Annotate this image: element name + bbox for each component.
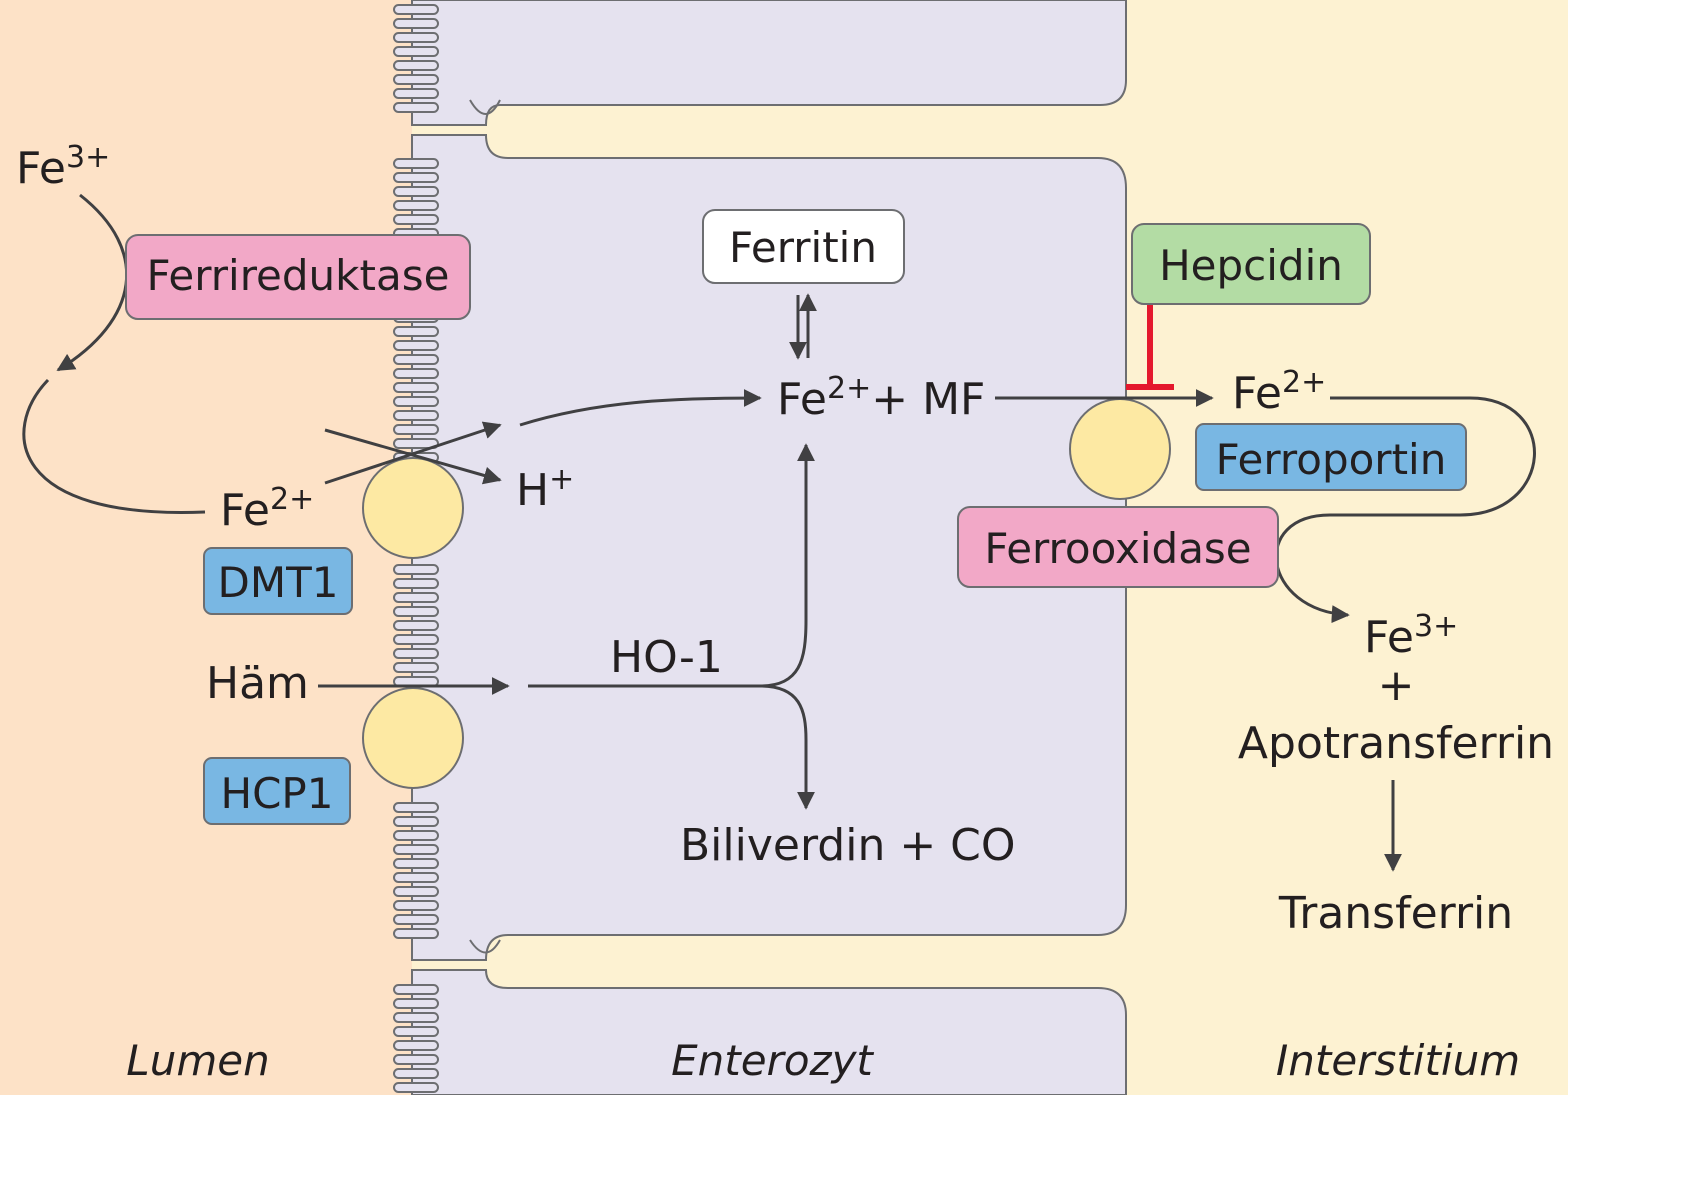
hcp1-label: HCP1 bbox=[221, 769, 334, 818]
microvillus bbox=[393, 172, 439, 183]
microvillus bbox=[393, 424, 439, 435]
microvillus bbox=[393, 32, 439, 43]
microvillus bbox=[393, 74, 439, 85]
ferritin-label: Ferritin bbox=[729, 223, 877, 272]
fe2-interstitium-label: Fe2+ bbox=[1232, 365, 1326, 419]
microvillus bbox=[393, 634, 439, 645]
microvillus bbox=[393, 340, 439, 351]
microvillus bbox=[393, 368, 439, 379]
dmt1-label: DMT1 bbox=[218, 558, 339, 607]
tight-junction-top bbox=[469, 99, 501, 115]
iron-absorption-diagram: Ferrireduktase DMT1 HCP1 Ferritin Hepcid… bbox=[0, 0, 1568, 1095]
ho1-label: HO-1 bbox=[610, 632, 723, 683]
microvillus bbox=[393, 1012, 439, 1023]
dmt1-transporter-circle bbox=[362, 457, 464, 559]
microvillus bbox=[393, 984, 439, 995]
ferrooxidase-label: Ferrooxidase bbox=[984, 524, 1251, 573]
microvillus bbox=[393, 886, 439, 897]
plus-sign: + bbox=[1378, 660, 1415, 711]
microvillus bbox=[393, 396, 439, 407]
microvillus bbox=[393, 186, 439, 197]
ho1-to-fe2-arrow bbox=[759, 443, 815, 688]
microvillus bbox=[393, 438, 439, 449]
enterocyte-bottom bbox=[411, 969, 1127, 1095]
ferrireduction-arrow-lower bbox=[22, 378, 206, 514]
region-label-enterozyt: Enterozyt bbox=[671, 1036, 874, 1085]
fe3-interstitium-label: Fe3+ bbox=[1364, 609, 1458, 663]
enterocyte-main bbox=[411, 134, 1127, 961]
transferrin-label: Transferrin bbox=[1278, 888, 1513, 939]
fe2-cell-pool-label: Fe2++ MF bbox=[777, 371, 985, 425]
hcp1-box bbox=[203, 757, 351, 825]
microvillus bbox=[393, 648, 439, 659]
ferrireduktase-label: Ferrireduktase bbox=[147, 251, 450, 300]
haem-label: Häm bbox=[206, 658, 309, 709]
fe2-to-pool-arrow bbox=[519, 389, 762, 427]
biliverdin-co-label: Biliverdin + CO bbox=[680, 820, 1016, 871]
hcp1-transporter-circle bbox=[362, 687, 464, 789]
ferritin-box bbox=[702, 209, 905, 284]
region-label-lumen: Lumen bbox=[126, 1036, 269, 1085]
microvillus bbox=[393, 844, 439, 855]
microvillus bbox=[393, 200, 439, 211]
microvillus bbox=[393, 900, 439, 911]
microvillus bbox=[393, 872, 439, 883]
microvillus bbox=[393, 60, 439, 71]
microvillus bbox=[393, 1040, 439, 1051]
microvillus bbox=[393, 592, 439, 603]
ferrireduktase-box bbox=[125, 234, 471, 320]
microvillus bbox=[393, 830, 439, 841]
enterocyte-top bbox=[411, 0, 1127, 126]
hepcidin-label: Hepcidin bbox=[1159, 241, 1343, 290]
apotransferrin-label: Apotransferrin bbox=[1238, 718, 1554, 769]
microvillus bbox=[393, 1054, 439, 1065]
microvillus bbox=[393, 214, 439, 225]
microvillus bbox=[393, 382, 439, 393]
microvillus bbox=[393, 998, 439, 1009]
microvillus bbox=[393, 858, 439, 869]
microvillus bbox=[393, 928, 439, 939]
microvillus bbox=[393, 88, 439, 99]
microvillus bbox=[393, 620, 439, 631]
ferrooxidase-box bbox=[957, 506, 1279, 588]
dmt1-box bbox=[203, 547, 353, 615]
ferroportin-label: Ferroportin bbox=[1216, 435, 1447, 484]
microvillus bbox=[393, 102, 439, 113]
ho1-to-biliverdin-arrow bbox=[759, 684, 815, 810]
microvillus bbox=[393, 354, 439, 365]
ferroportin-box bbox=[1195, 423, 1467, 491]
microvillus bbox=[393, 662, 439, 673]
microvillus bbox=[393, 578, 439, 589]
microvillus bbox=[393, 816, 439, 827]
microvillus bbox=[393, 606, 439, 617]
microvillus bbox=[393, 564, 439, 575]
microvillus bbox=[393, 1082, 439, 1093]
microvillus bbox=[393, 18, 439, 29]
microvillus bbox=[393, 914, 439, 925]
microvillus bbox=[393, 326, 439, 337]
hepcidin-box bbox=[1131, 223, 1371, 305]
microvillus bbox=[393, 158, 439, 169]
proton-label: H+ bbox=[516, 462, 574, 516]
fe2-lumen-label: Fe2+ bbox=[220, 482, 314, 536]
microvillus bbox=[393, 1068, 439, 1079]
fe3-lumen-label: Fe3+ bbox=[16, 140, 110, 194]
microvillus bbox=[393, 802, 439, 813]
microvillus bbox=[393, 410, 439, 421]
microvillus bbox=[393, 1026, 439, 1037]
tight-junction-bottom bbox=[469, 939, 501, 954]
ferroportin-transporter-circle bbox=[1069, 398, 1171, 500]
region-label-interstitium: Interstitium bbox=[1276, 1036, 1520, 1085]
proton-symport-arrow bbox=[324, 428, 502, 485]
ferrooxidation-loop bbox=[1274, 396, 1536, 624]
microvillus bbox=[393, 4, 439, 15]
microvillus bbox=[393, 46, 439, 57]
